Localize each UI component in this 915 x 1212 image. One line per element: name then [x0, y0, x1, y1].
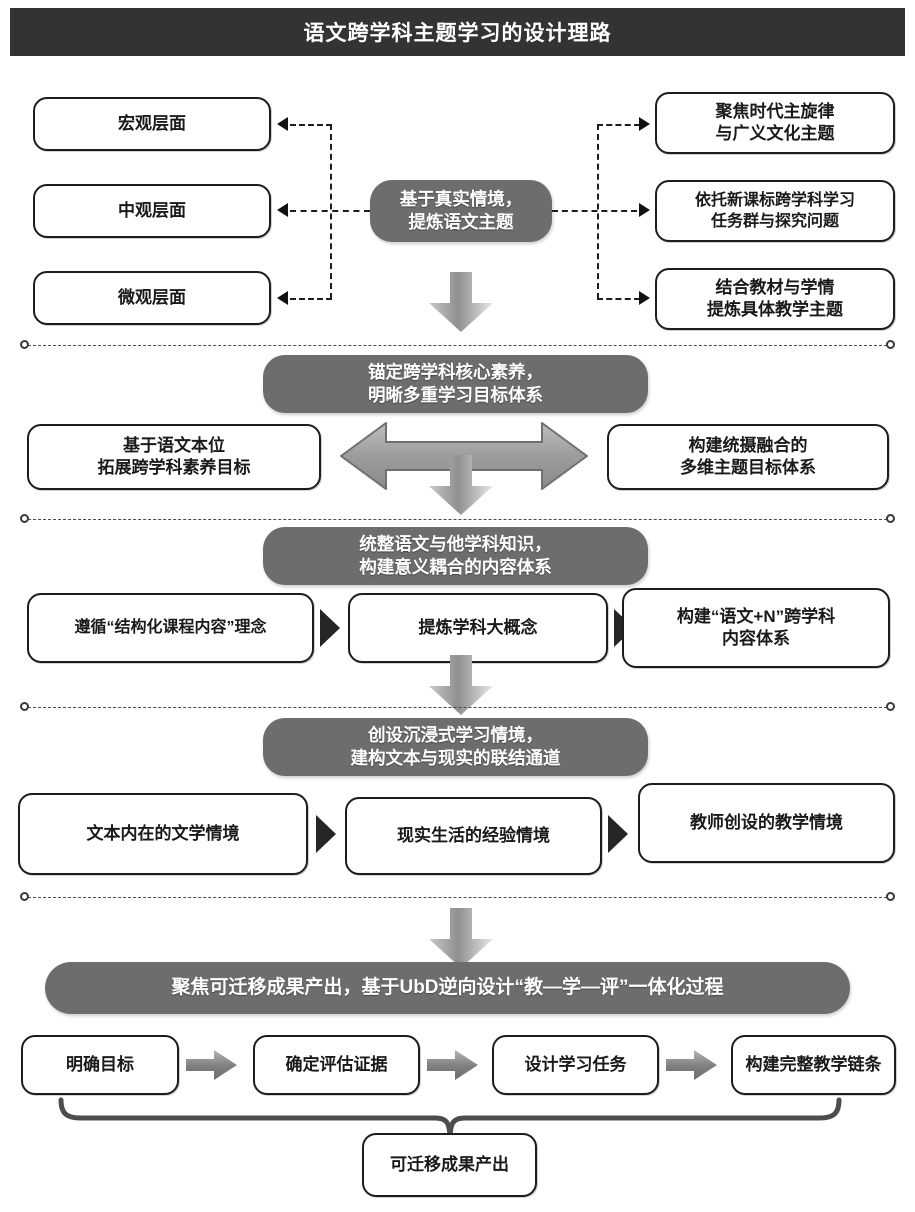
- theme-extraction-pill[interactable]: 基于真实情境， 提炼语文主题: [370, 180, 552, 242]
- down-arrow-2: [422, 455, 500, 517]
- micro-level-label: 微观层面: [118, 287, 186, 307]
- immersive-context-line1: 创设沉浸式学习情境，: [368, 725, 543, 746]
- curriculum-task-box[interactable]: 依托新课标跨学科学习 任务群与探究问题: [655, 180, 895, 242]
- immersive-context-line2: 建构文本与现实的联结通道: [350, 748, 561, 768]
- era-culture-theme-line2: 与广义文化主题: [715, 124, 835, 143]
- flow-triangle-4a: [316, 815, 336, 853]
- gray-arrow-5b: [427, 1050, 479, 1080]
- theme-extraction-line2: 提炼语文主题: [408, 212, 514, 232]
- divider-dot-right: [886, 702, 895, 711]
- connector-left-top: [290, 124, 332, 126]
- transferable-outcome-box[interactable]: 可迁移成果产出: [362, 1133, 537, 1197]
- curriculum-task-line1: 依托新课标跨学科学习: [694, 191, 855, 209]
- era-culture-theme-line1: 聚焦时代主旋律: [715, 101, 835, 121]
- gray-arrow-5a: [186, 1050, 238, 1080]
- section-divider-1: [20, 340, 895, 349]
- arrow-to-curriculum-box: [639, 203, 650, 217]
- connector-right-bottom: [597, 298, 640, 300]
- integrated-theme-goal-line2: 多维主题目标体系: [680, 458, 816, 477]
- connector-right-trunk: [552, 210, 637, 212]
- divider-dot-right: [886, 514, 895, 523]
- learning-task-box[interactable]: 设计学习任务: [492, 1035, 659, 1095]
- arrow-to-macro-box: [277, 117, 288, 131]
- chinese-plus-n-line1: 构建“语文+N”跨学科: [676, 606, 836, 626]
- textbook-situation-line2: 提炼具体教学主题: [707, 300, 843, 319]
- clarify-goal-label: 明确目标: [66, 1054, 134, 1074]
- chinese-based-goal-line1: 基于语文本位: [123, 435, 225, 455]
- teaching-chain-label: 构建完整教学链条: [745, 1054, 882, 1074]
- meso-level-label: 中观层面: [118, 200, 186, 220]
- macro-level-label: 宏观层面: [118, 113, 186, 133]
- gray-arrow-5c: [666, 1050, 718, 1080]
- down-arrow-1: [422, 272, 500, 334]
- connector-left-bottom: [290, 298, 332, 300]
- divider-line: [28, 519, 887, 520]
- teaching-chain-box[interactable]: 构建完整教学链条: [731, 1035, 896, 1095]
- big-concept-label: 提炼学科大概念: [418, 617, 538, 637]
- divider-line: [28, 707, 887, 708]
- teacher-created-context-label: 教师创设的教学情境: [690, 812, 843, 832]
- life-experience-context-label: 现实生活的经验情境: [397, 825, 550, 845]
- literary-context-label: 文本内在的文学情境: [86, 823, 240, 843]
- ubd-process-pill[interactable]: 聚焦可迁移成果产出，基于UbD逆向设计“教—学—评”一体化过程: [45, 962, 850, 1014]
- life-experience-context-box[interactable]: 现实生活的经验情境: [345, 797, 602, 875]
- chinese-plus-n-line2: 内容体系: [722, 629, 790, 648]
- divider-dot-right: [886, 892, 895, 901]
- divider-dot-left: [20, 514, 29, 523]
- meso-level-box[interactable]: 中观层面: [33, 184, 271, 238]
- big-concept-box[interactable]: 提炼学科大概念: [348, 593, 608, 663]
- content-system-pill[interactable]: 统整语文与他学科知识， 构建意义耦合的内容体系: [263, 527, 648, 585]
- divider-line: [28, 897, 887, 898]
- micro-level-box[interactable]: 微观层面: [33, 271, 271, 325]
- connector-right-vertical: [597, 124, 599, 299]
- textbook-situation-box[interactable]: 结合教材与学情 提炼具体教学主题: [655, 268, 895, 330]
- divider-dot-left: [20, 340, 29, 349]
- era-culture-theme-box[interactable]: 聚焦时代主旋律 与广义文化主题: [655, 92, 895, 154]
- down-arrow-4: [422, 908, 500, 970]
- literary-context-box[interactable]: 文本内在的文学情境: [18, 793, 308, 875]
- divider-dot-right: [886, 340, 895, 349]
- divider-dot-left: [20, 892, 29, 901]
- chinese-based-goal-line2: 拓展跨学科素养目标: [97, 458, 251, 477]
- content-system-line2: 构建意义耦合的内容体系: [359, 557, 552, 577]
- learning-task-label: 设计学习任务: [524, 1054, 627, 1074]
- content-system-line1: 统整语文与他学科知识，: [359, 534, 552, 555]
- integrated-theme-goal-line1: 构建统摄融合的: [688, 435, 808, 455]
- section-divider-4: [20, 892, 895, 901]
- arrow-to-era-box: [639, 117, 650, 131]
- flow-triangle-3a: [320, 609, 340, 647]
- teacher-created-context-box[interactable]: 教师创设的教学情境: [638, 783, 895, 863]
- connector-right-top: [597, 124, 640, 126]
- clarify-goal-box[interactable]: 明确目标: [21, 1035, 179, 1095]
- chinese-based-goal-box[interactable]: 基于语文本位 拓展跨学科素养目标: [27, 424, 321, 490]
- divider-line: [28, 345, 887, 346]
- arrow-to-micro-box: [277, 291, 288, 305]
- goal-system-line1: 锚定跨学科核心素养，: [368, 362, 543, 383]
- assessment-evidence-label: 确定评估证据: [285, 1054, 388, 1074]
- flow-triangle-4b: [608, 815, 628, 853]
- divider-dot-left: [20, 702, 29, 711]
- macro-level-box[interactable]: 宏观层面: [33, 97, 271, 151]
- section-divider-3: [20, 702, 895, 711]
- ubd-process-label: 聚焦可迁移成果产出，基于UbD逆向设计“教—学—评”一体化过程: [171, 976, 724, 998]
- down-arrow-3: [422, 655, 500, 717]
- transferable-outcome-label: 可迁移成果产出: [390, 1154, 509, 1174]
- section-divider-2: [20, 514, 895, 523]
- arrow-to-meso-box: [277, 203, 288, 217]
- arrow-to-textbook-box: [639, 291, 650, 305]
- theme-extraction-line1: 基于真实情境，: [399, 189, 523, 210]
- immersive-context-pill[interactable]: 创设沉浸式学习情境， 建构文本与现实的联结通道: [263, 718, 648, 776]
- textbook-situation-line1: 结合教材与学情: [715, 277, 835, 297]
- goal-system-pill[interactable]: 锚定跨学科核心素养， 明晰多重学习目标体系: [263, 355, 648, 413]
- page-title: 语文跨学科主题学习的设计理路: [10, 8, 905, 56]
- structured-content-label: 遵循“结构化课程内容”理念: [74, 619, 267, 637]
- chinese-plus-n-box[interactable]: 构建“语文+N”跨学科 内容体系: [622, 588, 890, 668]
- connector-left-vertical: [330, 124, 332, 299]
- goal-system-line2: 明晰多重学习目标体系: [368, 385, 543, 405]
- structured-content-box[interactable]: 遵循“结构化课程内容”理念: [27, 593, 314, 663]
- curriculum-task-line2: 任务群与探究问题: [710, 213, 839, 230]
- assessment-evidence-box[interactable]: 确定评估证据: [253, 1035, 420, 1095]
- integrated-theme-goal-box[interactable]: 构建统摄融合的 多维主题目标体系: [607, 424, 889, 490]
